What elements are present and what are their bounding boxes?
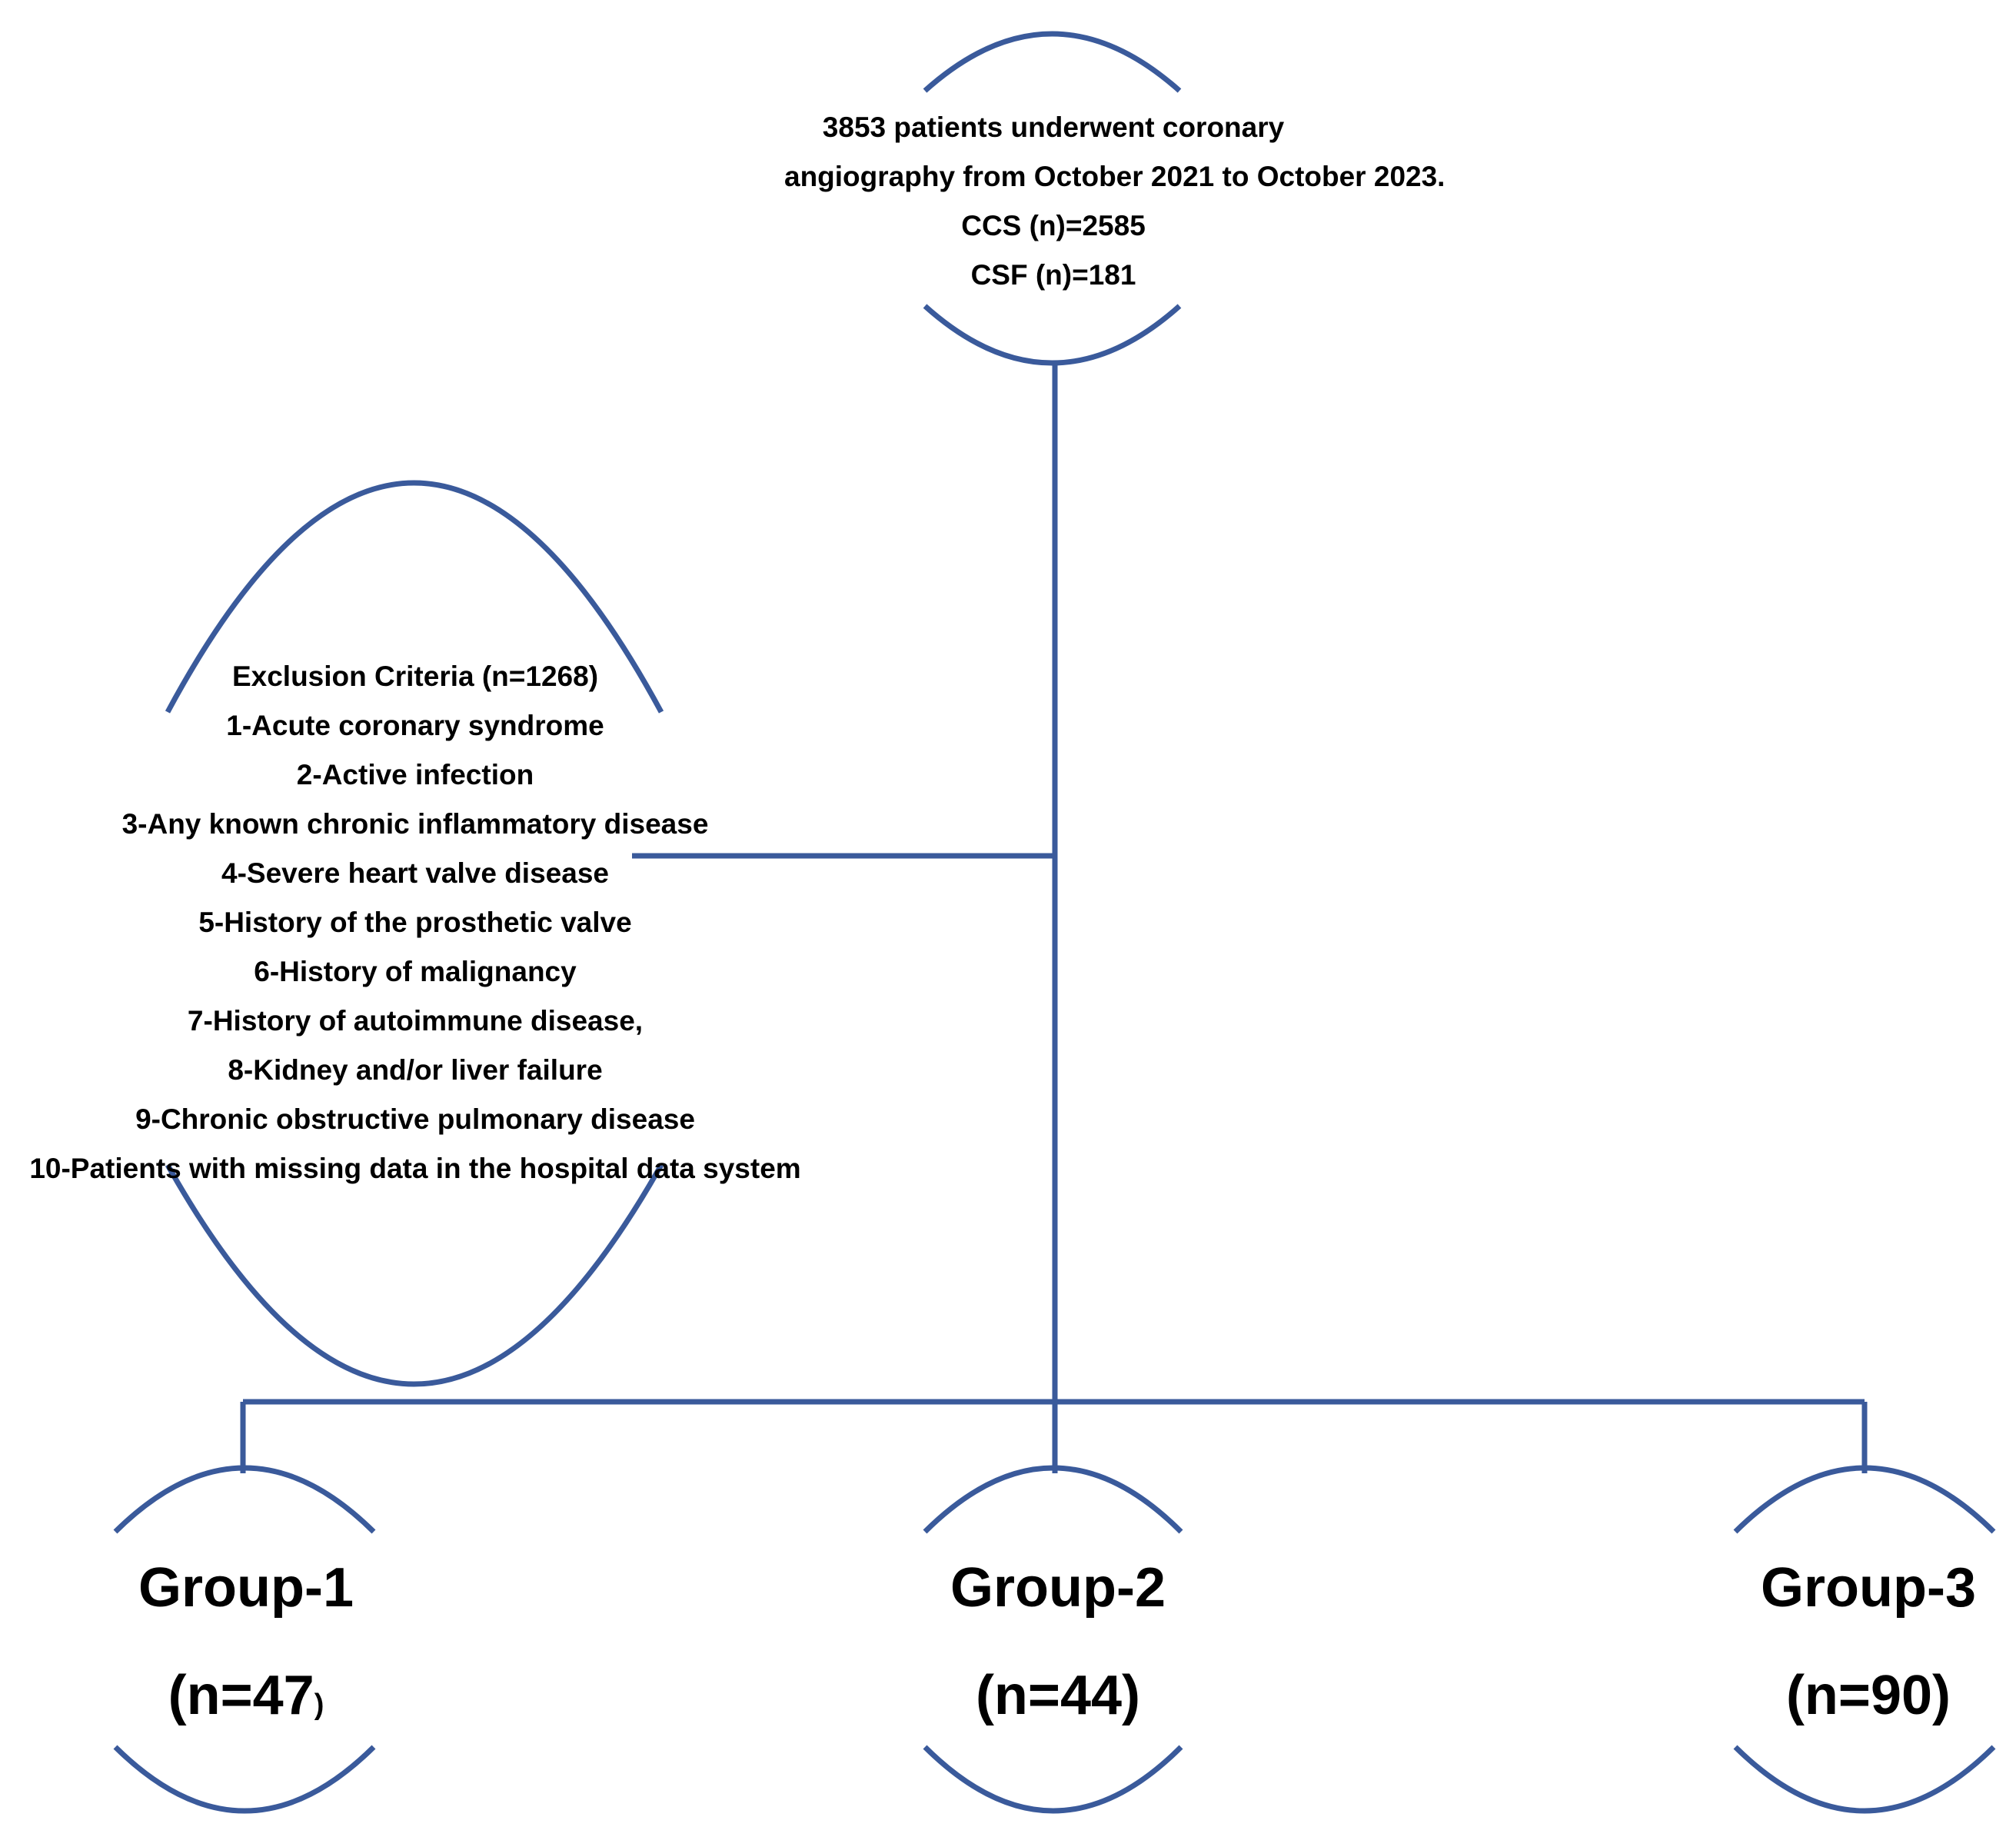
exclusion-node-lower-arc <box>165 1163 664 1387</box>
group-3-upper-arc <box>1733 1465 1996 1534</box>
group-3-lower-arc <box>1733 1745 1996 1814</box>
top-node-lower-arc <box>923 304 1182 366</box>
exclusion-item: 8-Kidney and/or liver failure <box>228 1054 603 1086</box>
exclusion-item: 9-Chronic obstructive pulmonary disease <box>135 1103 695 1135</box>
group-1-count-paren: ) <box>314 1689 324 1721</box>
exclusion-item: 6-History of malignancy <box>254 956 577 987</box>
exclusion-item: 5-History of the prosthetic valve <box>198 907 632 938</box>
group-1-upper-arc <box>113 1465 376 1534</box>
group-3-count: (n=90) <box>1668 1642 2016 1759</box>
top-node-line: angiography from October 2021 to October… <box>784 161 1445 192</box>
group-1-name: Group-1 <box>138 1557 354 1619</box>
exclusion-title: Exclusion Criteria (n=1268) <box>231 661 599 692</box>
exclusion-item: 7-History of autoimmune disease, <box>187 1005 644 1037</box>
group-2-name: Group-2 <box>950 1557 1166 1619</box>
top-node: 3853 patients underwent coronary angiogr… <box>784 103 1445 300</box>
group-1-lower-arc <box>113 1745 376 1814</box>
top-node-upper-arc <box>923 31 1182 93</box>
exclusion-node: Exclusion Criteria (n=1268) 1-Acute coro… <box>15 652 815 1193</box>
group-3-count-main: (n=90) <box>1785 1665 1951 1726</box>
group-2-node: Group-2 (n=44) <box>858 1534 1258 1759</box>
group-3-node: Group-3 (n=90) <box>1668 1534 2016 1759</box>
exclusion-item: 2-Active infection <box>296 759 534 790</box>
exclusion-item: 4-Severe heart valve disease <box>221 857 609 889</box>
group-1-node: Group-1 (n=47) <box>46 1534 446 1759</box>
group-2-lower-arc <box>923 1745 1183 1814</box>
group-2-upper-arc <box>923 1465 1183 1534</box>
group-2-count: (n=44) <box>858 1642 1258 1759</box>
exclusion-node-upper-arc <box>165 480 664 714</box>
top-node-line: CSF (n)=181 <box>970 259 1136 291</box>
top-node-line: CCS (n)=2585 <box>961 210 1146 241</box>
exclusion-item: 1-Acute coronary syndrome <box>226 710 604 741</box>
group-3-name: Group-3 <box>1761 1557 1976 1619</box>
group-1-count: (n=47) <box>46 1642 446 1759</box>
exclusion-item: 3-Any known chronic inflammatory disease <box>121 808 709 840</box>
group-1-count-main: (n=47 <box>168 1665 314 1726</box>
group-2-count-main: (n=44) <box>975 1665 1141 1726</box>
top-node-line: 3853 patients underwent coronary <box>822 111 1285 143</box>
exclusion-item: 10-Patients with missing data in the hos… <box>29 1153 801 1184</box>
